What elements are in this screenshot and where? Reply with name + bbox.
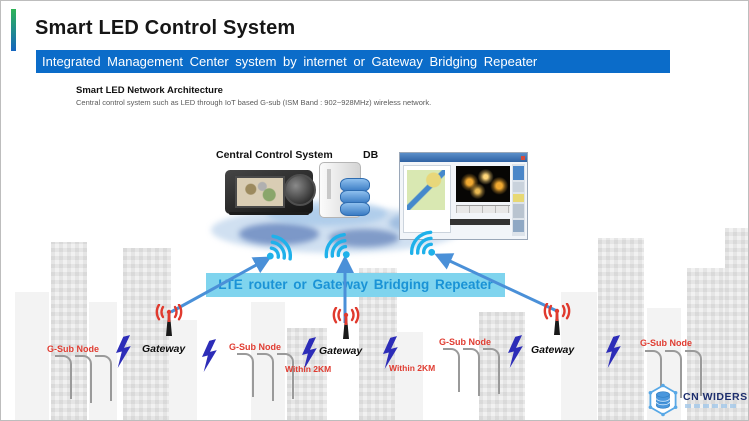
streetlight-poles	[443, 348, 503, 396]
accent-bar	[11, 9, 16, 51]
logo-tagline	[685, 404, 737, 408]
lightning-icon	[507, 335, 523, 369]
db-label: DB	[363, 149, 379, 161]
lightning-icon	[301, 337, 317, 371]
distance-label: Within 2KM	[389, 363, 436, 373]
distance-label: Within 2KM	[285, 364, 332, 374]
map-panel	[407, 170, 445, 210]
camera-view-panel	[456, 166, 510, 202]
gateway-label: Gateway	[319, 345, 363, 357]
wifi-icon	[409, 230, 436, 256]
lightning-icon	[605, 335, 621, 369]
company-logo: CN WIDERS	[646, 383, 747, 417]
console-screen	[235, 176, 285, 208]
gsub-node-label: G-Sub Node	[47, 344, 99, 354]
software-sidebar	[512, 164, 525, 236]
section-heading: Smart LED Network Architecture	[76, 85, 223, 96]
gsub-node-label: G-Sub Node	[229, 342, 281, 352]
central-control-system-label: Central Control System	[216, 149, 333, 161]
gsub-node-label: G-Sub Node	[640, 338, 692, 348]
console-lens	[284, 174, 316, 206]
lightning-icon	[201, 339, 217, 373]
logo-hexagon-icon	[648, 383, 678, 417]
gateway-label: Gateway	[142, 343, 186, 355]
antenna-icon	[332, 307, 360, 339]
wifi-icon	[324, 232, 350, 259]
lightning-icon	[382, 336, 398, 370]
monitoring-software-screenshot	[399, 152, 528, 240]
streetlight-poles	[645, 350, 705, 398]
logo-name: CN WIDERS	[683, 391, 748, 403]
header-banner: Integrated Management Center system by i…	[36, 50, 670, 73]
close-icon	[521, 156, 525, 160]
page-title: Smart LED Control System	[35, 17, 296, 39]
gateway-label: Gateway	[531, 344, 575, 356]
streetlight-poles	[237, 353, 297, 401]
lte-router-banner: LTE router or Gateway Bridging Repeater	[206, 273, 505, 297]
section-description: Central control system such as LED throu…	[76, 98, 432, 107]
antenna-icon	[155, 304, 183, 336]
software-titlebar	[400, 153, 527, 162]
lightning-icon	[115, 335, 131, 369]
antenna-icon	[543, 303, 571, 335]
streetlight-poles	[55, 355, 115, 403]
wifi-icon	[266, 234, 293, 261]
gsub-node-label: G-Sub Node	[439, 337, 491, 347]
